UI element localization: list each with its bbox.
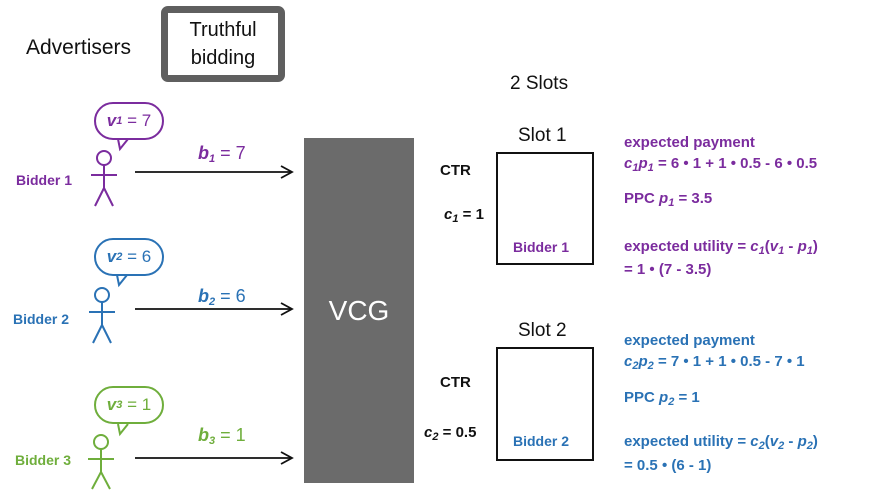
slot-1-ppc: PPC p1 = 3.5 <box>624 190 713 209</box>
bubble-tail-1 <box>117 138 129 152</box>
bubble-tail-2 <box>116 274 128 288</box>
bid-subscript: 1 <box>209 153 216 165</box>
value-amount: = 6 <box>127 247 152 266</box>
slot-1-winner: Bidder 1 <box>513 239 570 255</box>
slot-2-box: Bidder 2 <box>496 347 594 461</box>
bid-subscript: 3 <box>209 435 216 447</box>
ppc-amount: = 1 <box>678 389 700 406</box>
slot-2-ppc: PPC p2 = 1 <box>624 389 700 408</box>
slot-1-title: Slot 1 <box>518 125 567 146</box>
advertisers-title: Advertisers <box>26 36 132 59</box>
bid-symbol: b <box>198 286 209 306</box>
slot-2-payment-formula: c2p2 = 7 • 1 + 1 • 0.5 - 7 • 1 <box>624 353 805 372</box>
value-amount: = 7 <box>127 111 152 130</box>
slot-1-ctr-label: CTR <box>440 162 471 179</box>
value-symbol: v <box>106 395 117 414</box>
value-symbol: v <box>106 111 117 130</box>
truthful-line-2: bidding <box>190 47 256 69</box>
bidder-3-label: Bidder 3 <box>15 452 72 468</box>
truthful-bidding-box: Truthful bidding <box>161 6 285 82</box>
bid-subscript: 2 <box>209 296 216 308</box>
value-subscript: 3 <box>116 399 123 411</box>
bid-amount: = 7 <box>220 143 246 163</box>
slot-2-utility-result: = 0.5 • (6 - 1) <box>624 457 712 474</box>
ctr-amount: = 0.5 <box>442 424 477 441</box>
bid-amount: = 6 <box>220 286 246 306</box>
slots-title: 2 Slots <box>510 73 569 94</box>
ctr-amount: = 1 <box>462 206 484 223</box>
slot-2-title: Slot 2 <box>518 320 567 341</box>
bid-symbol: b <box>198 143 209 163</box>
truthful-line-1: Truthful <box>189 19 257 41</box>
vcg-mechanism-box: VCG <box>304 138 414 483</box>
slot-1-payment-title: expected payment <box>624 134 755 151</box>
value-symbol: v <box>106 247 117 266</box>
payment-formula-text: = 6 • 1 + 1 • 0.5 - 6 • 0.5 <box>657 155 818 172</box>
slot-1-payment-formula: c1p1 = 6 • 1 + 1 • 0.5 - 6 • 0.5 <box>624 155 818 174</box>
slot-1-box: Bidder 1 <box>496 152 594 265</box>
slot-1-utility-formula: expected utility = c1(v1 - p1) <box>624 238 818 257</box>
payment-formula-text: = 7 • 1 + 1 • 0.5 - 7 • 1 <box>657 353 805 370</box>
value-subscript: 1 <box>116 115 123 127</box>
bid-amount: = 1 <box>220 425 246 445</box>
bidder-1-label: Bidder 1 <box>16 172 73 188</box>
bidder-2-label: Bidder 2 <box>13 311 70 327</box>
ppc-label: PPC <box>624 190 655 207</box>
slot-2-payment-title: expected payment <box>624 332 755 349</box>
ctr-subscript: 2 <box>432 431 439 443</box>
bid-symbol: b <box>198 425 209 445</box>
vcg-label: VCG <box>328 294 390 326</box>
ppc-amount: = 3.5 <box>678 190 713 207</box>
bidder-3-figure-icon <box>88 434 114 490</box>
slot-2-ctr-value: c2 = 0.5 <box>424 424 476 443</box>
slot-2-winner: Bidder 2 <box>513 433 570 449</box>
slot-2-utility-formula: expected utility = c2(v2 - p2) <box>624 433 818 452</box>
slot-2-ctr-label: CTR <box>440 374 471 391</box>
value-amount: = 1 <box>127 395 152 414</box>
value-subscript: 2 <box>116 251 123 263</box>
bid-2-label: b2 = 6 <box>198 286 246 308</box>
bubble-tail-3 <box>117 423 129 437</box>
slot-1-ctr-value: c1 = 1 <box>444 206 484 225</box>
bidder-1-figure-icon <box>91 150 117 207</box>
ppc-label: PPC <box>624 389 655 406</box>
bidder-2-figure-icon <box>89 287 115 344</box>
ctr-symbol: c <box>424 424 433 441</box>
ctr-symbol: c <box>444 206 453 223</box>
bid-3-label: b3 = 1 <box>198 425 246 447</box>
ctr-subscript: 1 <box>452 213 459 225</box>
utility-prefix: expected utility = <box>624 433 747 450</box>
utility-prefix: expected utility = <box>624 238 747 255</box>
bid-1-label: b1 = 7 <box>198 143 246 165</box>
slot-1-utility-result: = 1 • (7 - 3.5) <box>624 261 712 278</box>
